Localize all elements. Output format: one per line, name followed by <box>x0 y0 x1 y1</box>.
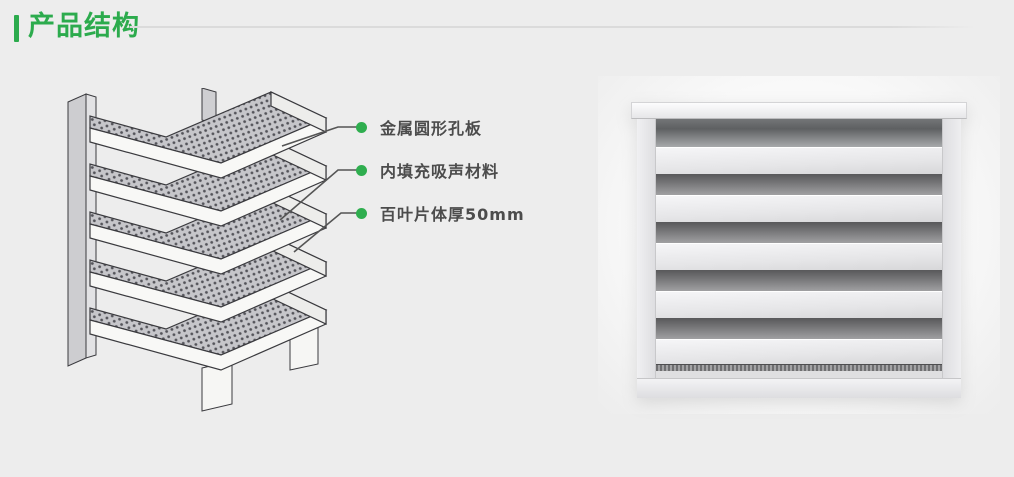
louver-product <box>631 102 967 398</box>
slat-face <box>656 291 942 318</box>
bullet-dot-icon <box>356 121 367 133</box>
slat-face <box>656 243 942 270</box>
slat-gap <box>656 270 942 291</box>
leader-line-1 <box>281 126 362 147</box>
slat-shadow <box>656 119 942 147</box>
louver-3d-drawing <box>67 88 327 412</box>
slat-face <box>656 147 942 174</box>
annotation-sound-absorbing-infill: 内填充吸声材料 <box>356 159 499 181</box>
louver-bottom-frame <box>637 378 961 398</box>
header-divider-line <box>130 26 975 28</box>
product-photo <box>598 76 1000 414</box>
louver-slats <box>656 119 942 378</box>
leader-line-2 <box>279 169 362 221</box>
slat-gap <box>656 318 942 339</box>
louver-left-post <box>637 119 656 398</box>
louver-frame-body <box>637 119 961 398</box>
back-panel <box>67 93 87 367</box>
leader-line-3 <box>293 212 362 253</box>
annotation-metal-perforated-plate: 金属圆形孔板 <box>356 116 482 138</box>
bullet-dot-icon <box>356 207 367 219</box>
leader-lines <box>279 126 362 253</box>
annotation-blade-thickness: 百叶片体厚50mm <box>356 202 525 224</box>
louver-right-post <box>942 119 961 398</box>
slat-face <box>656 339 942 364</box>
louver-top-cap <box>631 102 967 119</box>
page-title: 产品结构 <box>28 11 140 42</box>
perforated-mesh-strip <box>656 364 942 371</box>
slat-underside <box>656 371 942 378</box>
title-accent-bar <box>14 15 19 42</box>
slat-gap <box>656 174 942 195</box>
annotation-label: 百叶片体厚50mm <box>380 205 525 224</box>
slat-gap <box>656 222 942 243</box>
bullet-dot-icon <box>356 164 367 176</box>
annotation-label: 金属圆形孔板 <box>380 119 483 138</box>
annotation-label: 内填充吸声材料 <box>380 162 500 181</box>
slat-face <box>656 195 942 222</box>
